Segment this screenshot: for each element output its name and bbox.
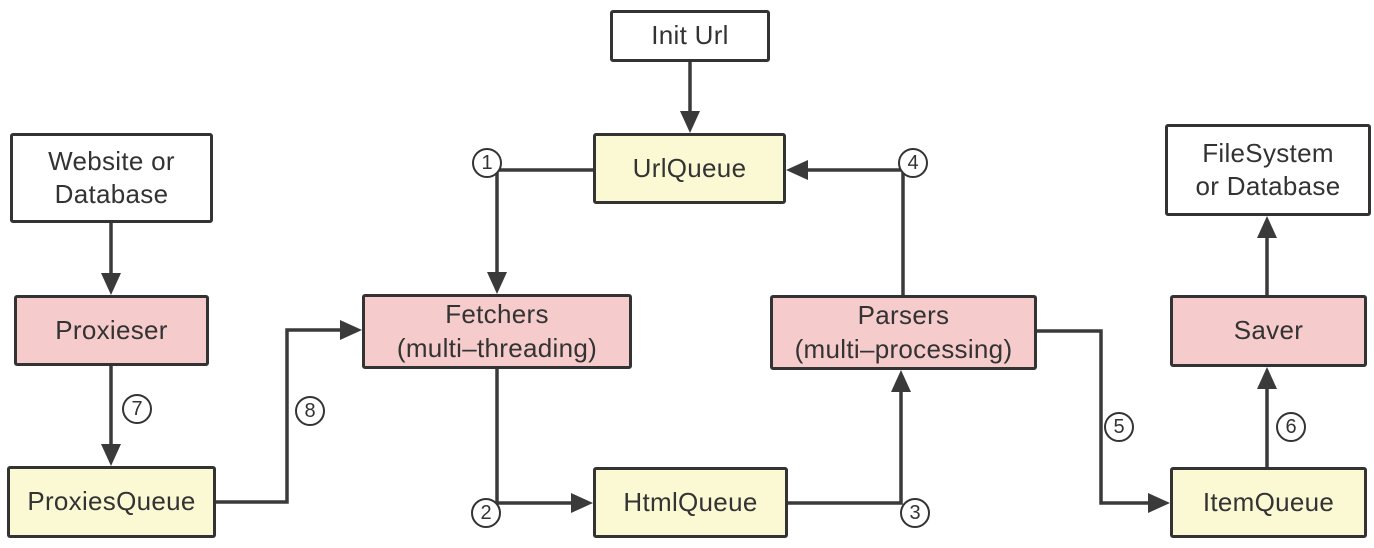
arrow-parsers-to-urlqueue <box>786 160 905 297</box>
node-init-url: Init Url <box>610 10 770 62</box>
node-html-queue: HtmlQueue <box>593 467 788 538</box>
node-proxieser: Proxieser <box>14 295 209 366</box>
node-item-queue: ItemQueue <box>1170 467 1367 538</box>
step-5-badge: 5 <box>1104 412 1134 442</box>
arrow-parsers-to-itemqueue <box>1035 329 1170 513</box>
node-filesystem-or-database-label: FileSystem or Database <box>1195 137 1341 201</box>
node-saver-label: Saver <box>1233 315 1304 346</box>
step-3-badge: 3 <box>900 498 930 528</box>
node-url-queue: UrlQueue <box>593 133 786 204</box>
node-proxies-queue: ProxiesQueue <box>7 466 216 538</box>
node-proxieser-label: Proxieser <box>55 314 168 345</box>
node-item-queue-label: ItemQueue <box>1202 486 1335 517</box>
arrow-urlqueue-to-fetchers <box>487 168 595 294</box>
arrow-proxieser-to-proxiesqueue <box>101 364 121 466</box>
node-saver: Saver <box>1170 295 1367 367</box>
node-html-queue-label: HtmlQueue <box>623 486 758 517</box>
arrow-htmlqueue-to-parsers <box>786 370 911 505</box>
arrow-saver-to-filesystem <box>1257 216 1277 297</box>
node-parsers: Parsers (multi–processing) <box>770 295 1037 370</box>
node-fetchers: Fetchers (multi–threading) <box>362 294 632 369</box>
arrow-initurl-to-urlqueue <box>680 60 700 133</box>
node-filesystem-or-database: FileSystem or Database <box>1165 124 1371 216</box>
arrow-proxiesqueue-to-fetchers <box>214 320 362 504</box>
node-proxies-queue-label: ProxiesQueue <box>27 486 196 517</box>
step-6-badge: 6 <box>1276 412 1306 442</box>
node-url-queue-label: UrlQueue <box>632 152 747 183</box>
step-7-badge: 7 <box>122 394 152 424</box>
node-fetchers-label: Fetchers (multi–threading) <box>396 299 598 363</box>
arrow-itemqueue-to-saver <box>1257 367 1277 469</box>
node-website-or-database: Website or Database <box>10 133 213 223</box>
arrow-fetchers-to-htmlqueue <box>495 367 593 513</box>
arrow-website-to-proxieser <box>101 221 121 295</box>
step-1-badge: 1 <box>472 148 502 178</box>
node-website-or-database-label: Website or Database <box>48 145 175 209</box>
node-init-url-label: Init Url <box>651 20 729 51</box>
node-parsers-label: Parsers (multi–processing) <box>794 300 1013 364</box>
step-2-badge: 2 <box>471 498 501 528</box>
step-4-badge: 4 <box>898 148 928 178</box>
step-8-badge: 8 <box>295 396 325 426</box>
